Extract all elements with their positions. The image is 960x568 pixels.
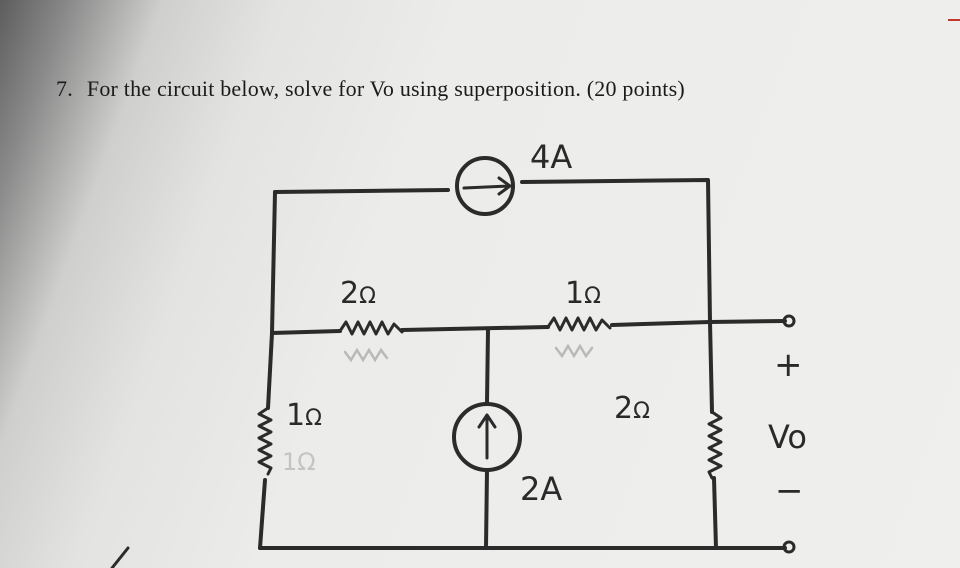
source-4a-label: 4A bbox=[530, 138, 572, 176]
source-2a-label: 2A bbox=[520, 470, 562, 508]
stray-pen-mark bbox=[110, 546, 130, 568]
top-wire-right bbox=[520, 178, 712, 324]
ghost-resistor-mark-2 bbox=[554, 343, 594, 359]
middle-wire-b bbox=[400, 325, 550, 332]
terminal-top bbox=[782, 314, 796, 328]
resistor-1ohm-left bbox=[257, 406, 273, 476]
middle-wire-a bbox=[270, 329, 342, 335]
current-source-4a bbox=[455, 156, 515, 216]
resistor-2ohm-right bbox=[707, 410, 723, 480]
left-wire bbox=[266, 190, 277, 410]
top-wire-left bbox=[273, 188, 450, 194]
problem-statement: 7. For the circuit below, solve for Vo us… bbox=[56, 76, 685, 102]
label-2ohm-top: 2Ω bbox=[340, 276, 376, 311]
terminal-bottom bbox=[782, 540, 796, 554]
label-1ohm-top: 1Ω bbox=[565, 276, 601, 311]
arrow-right-icon bbox=[462, 176, 512, 196]
arrow-up-icon bbox=[477, 413, 497, 460]
center-wire-top bbox=[485, 328, 490, 404]
middle-wire-c bbox=[610, 319, 787, 327]
problem-number: 7. bbox=[56, 76, 73, 101]
right-wire-bottom bbox=[712, 476, 718, 550]
center-wire-bottom bbox=[484, 468, 489, 550]
problem-text: For the circuit below, solve for Vo usin… bbox=[86, 76, 685, 101]
output-minus: − bbox=[775, 471, 804, 511]
ghost-label-left: 1Ω bbox=[282, 448, 316, 476]
left-wire-bottom bbox=[258, 478, 267, 550]
ghost-resistor-mark bbox=[343, 347, 389, 363]
resistor-2ohm-top bbox=[338, 320, 404, 336]
resistor-1ohm-top bbox=[546, 316, 612, 332]
output-plus: + bbox=[774, 345, 803, 385]
output-vo-label: Vo bbox=[768, 418, 807, 456]
label-2ohm-right: 2Ω bbox=[614, 391, 650, 426]
label-1ohm-left: 1Ω bbox=[286, 398, 322, 433]
right-wire-top bbox=[708, 320, 714, 414]
